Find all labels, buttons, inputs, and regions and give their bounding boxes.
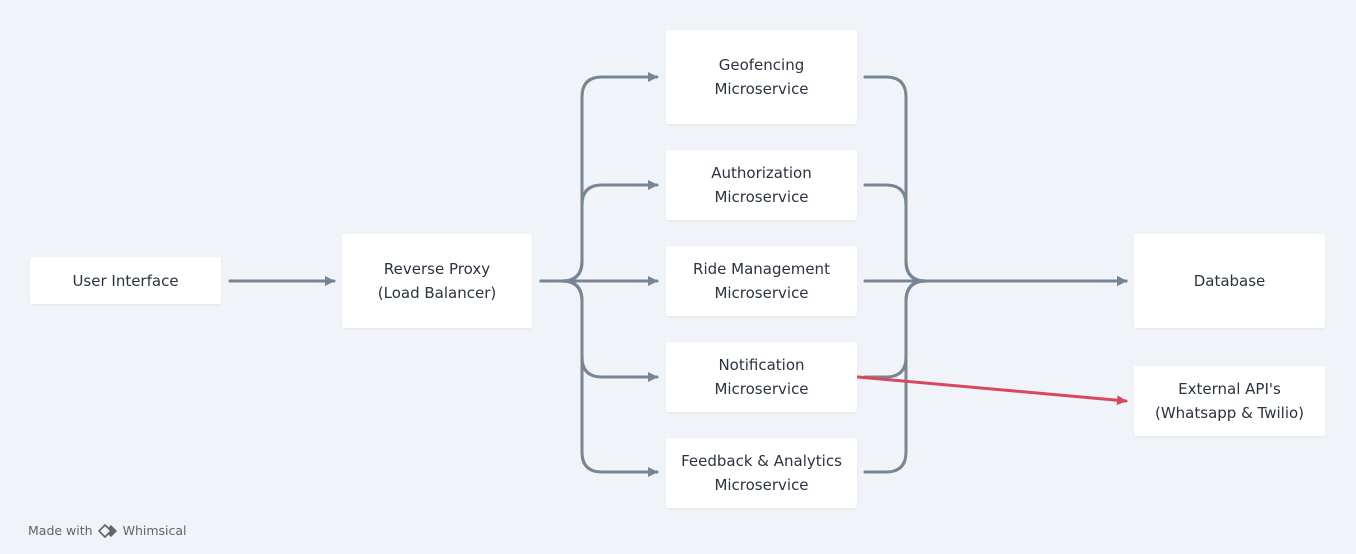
node-reverse-proxy[interactable]: Reverse Proxy (Load Balancer) bbox=[342, 234, 532, 328]
node-authorization-label: Authorization bbox=[711, 164, 812, 182]
connector-proxy-to-geofencing bbox=[539, 72, 659, 283]
connector-notification-to-external-apis bbox=[856, 375, 1128, 406]
connector-notification-to-database bbox=[863, 276, 1128, 379]
node-database-label: Database bbox=[1193, 272, 1266, 290]
node-notification[interactable]: Notification Microservice bbox=[666, 342, 857, 412]
node-authorization[interactable]: Authorization Microservice bbox=[666, 150, 857, 220]
node-feedback-analytics-sublabel: Microservice bbox=[714, 476, 809, 494]
node-geofencing-label: Geofencing bbox=[718, 56, 805, 74]
whimsical-logo-icon bbox=[97, 523, 117, 538]
connector-geofencing-to-database bbox=[863, 75, 1128, 286]
node-external-apis[interactable]: External API's (Whatsapp & Twilio) bbox=[1134, 366, 1325, 436]
connector-authorization-to-database bbox=[863, 183, 1128, 286]
connector-proxy-to-feedback bbox=[539, 279, 659, 477]
node-notification-sublabel: Microservice bbox=[714, 380, 809, 398]
node-feedback-analytics-label: Feedback & Analytics bbox=[681, 452, 842, 470]
node-user-interface-label: User Interface bbox=[72, 271, 179, 290]
made-with-footer[interactable]: Made with Whimsical bbox=[28, 523, 187, 538]
node-ride-management[interactable]: Ride Management Microservice bbox=[666, 246, 857, 316]
node-ride-management-label: Ride Management bbox=[693, 260, 830, 278]
node-user-interface[interactable]: User Interface bbox=[30, 257, 221, 304]
node-reverse-proxy-sublabel: (Load Balancer) bbox=[377, 284, 497, 302]
node-ride-management-sublabel: Microservice bbox=[714, 284, 809, 302]
node-geofencing-sublabel: Microservice bbox=[714, 80, 809, 98]
connector-proxy-to-notification bbox=[539, 279, 659, 382]
whimsical-brand-text: Whimsical bbox=[122, 523, 187, 538]
node-geofencing[interactable]: Geofencing Microservice bbox=[666, 30, 857, 124]
node-external-apis-sublabel: (Whatsapp & Twilio) bbox=[1154, 404, 1305, 422]
node-authorization-sublabel: Microservice bbox=[714, 188, 809, 206]
node-notification-label: Notification bbox=[718, 356, 805, 374]
made-with-text: Made with bbox=[28, 523, 93, 538]
node-feedback-analytics[interactable]: Feedback & Analytics Microservice bbox=[666, 438, 857, 508]
node-external-apis-label: External API's bbox=[1178, 380, 1281, 398]
node-database[interactable]: Database bbox=[1134, 234, 1325, 328]
node-reverse-proxy-label: Reverse Proxy bbox=[383, 260, 491, 278]
connector-proxy-to-authorization bbox=[539, 180, 659, 283]
connector-feedback-to-database bbox=[863, 276, 1128, 474]
